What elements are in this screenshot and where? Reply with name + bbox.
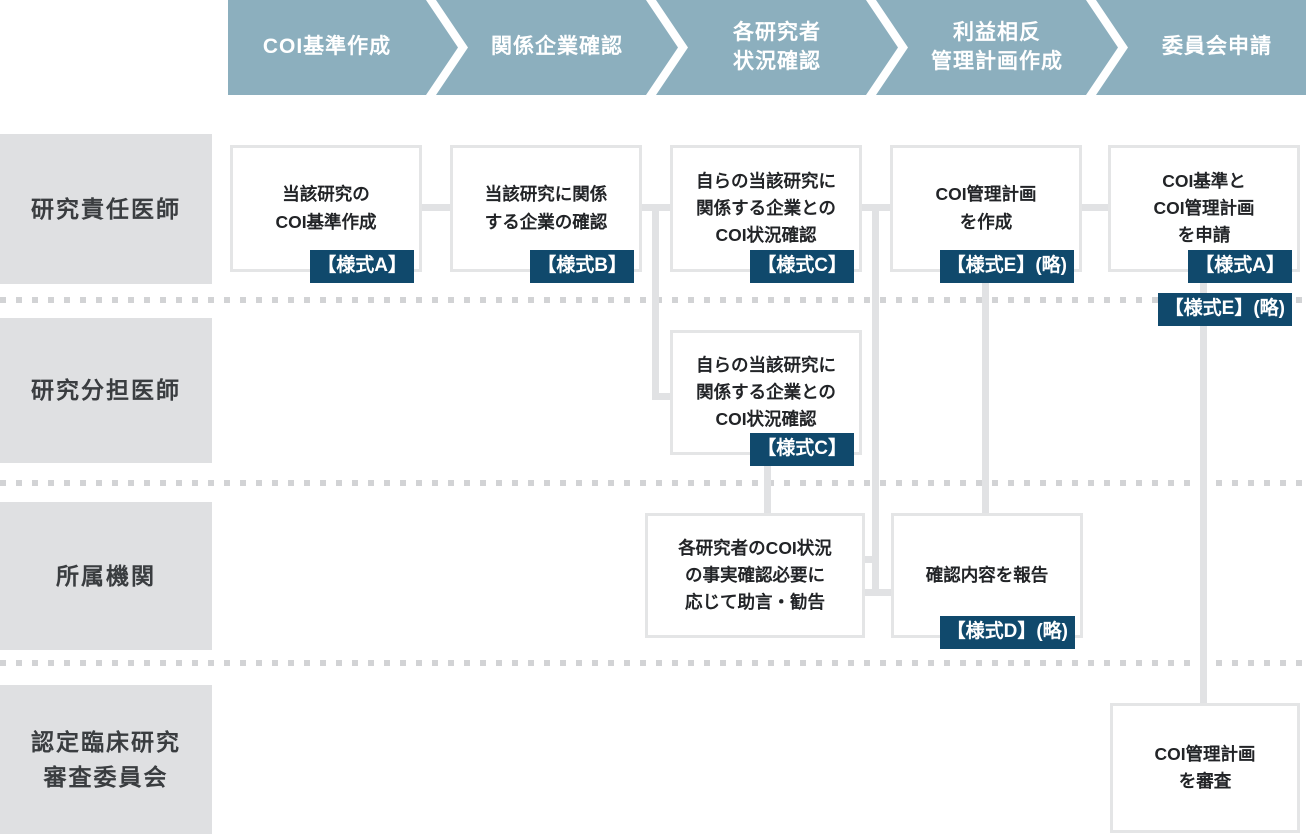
process-step-chevron-2: 関係企業確認 xyxy=(436,0,678,95)
row-label-text-1: 研究責任医師 xyxy=(31,195,181,222)
connector-v-plan-to-report xyxy=(982,268,989,516)
task-box-review-coi-management-plan: COI管理計画 を審査 xyxy=(1110,703,1300,833)
row-label-text-3: 所属機関 xyxy=(56,562,156,589)
process-step-chevron-1: COI基準作成 xyxy=(228,0,458,95)
task-box-create-coi-management-plan: COI管理計画 を作成 【様式E】(略) xyxy=(890,145,1082,283)
task-box-create-coi-standard-text: 当該研究の COI基準作成 xyxy=(275,184,377,232)
task-box-create-coi-management-plan-text: COI管理計画 を作成 xyxy=(935,184,1037,232)
form-badge-d: 【様式D】(略) xyxy=(939,616,1075,649)
connector-h-advice-report xyxy=(858,589,896,596)
connector-v-to-sub-investigator xyxy=(652,204,659,400)
form-badge-a-apply: 【様式A】 xyxy=(1188,250,1292,283)
form-badge-b: 【様式B】 xyxy=(530,250,634,283)
task-box-self-coi-check-sub-text: 自らの当該研究に 関係する企業との COI状況確認 xyxy=(696,354,836,430)
task-box-create-coi-standard: 当該研究の COI基準作成 【様式A】 xyxy=(230,145,422,283)
task-box-report-confirmation: 確認内容を報告 【様式D】(略) xyxy=(891,513,1083,649)
form-badge-e-apply: 【様式E】(略) xyxy=(1157,293,1292,326)
connector-v-to-institution xyxy=(872,204,879,596)
row-label-affiliated-institution: 所属機関 xyxy=(0,502,212,650)
task-box-self-coi-check-pi: 自らの当該研究に 関係する企業との COI状況確認 【様式C】 xyxy=(670,145,862,283)
connector-elbow-to-sub-investigator xyxy=(652,393,674,400)
connector-v-subcheck-to-advice xyxy=(764,450,771,516)
row-separator-2 xyxy=(0,480,1306,486)
row-label-text-4: 認定臨床研究 審査委員会 xyxy=(31,729,181,790)
connector-h-box4-box5 xyxy=(1082,204,1112,211)
connector-v-apply-to-review xyxy=(1200,270,1207,706)
form-badge-a: 【様式A】 xyxy=(310,250,414,283)
connector-h-box1-box2 xyxy=(422,204,452,211)
task-box-apply-to-committee: COI基準と COI管理計画 を申請 【様式A】 【様式E】(略) xyxy=(1108,145,1300,326)
form-badge-e-plan: 【様式E】(略) xyxy=(939,250,1074,283)
row-label-certified-review-board: 認定臨床研究 審査委員会 xyxy=(0,685,212,834)
row-label-text-2: 研究分担医師 xyxy=(31,377,181,404)
task-box-apply-to-committee-text: COI基準と COI管理計画 を申請 xyxy=(1153,170,1255,246)
form-badge-c-sub: 【様式C】 xyxy=(750,433,854,466)
process-step-label-2: 関係企業確認 xyxy=(491,35,623,59)
process-step-label-3: 各研究者 状況確認 xyxy=(733,21,821,73)
task-box-institution-fact-check-advice: 各研究者のCOI状況 の事実確認必要に 応じて助言・勧告 xyxy=(645,513,865,638)
task-box-confirm-related-companies-text: 当該研究に関係 する企業の確認 xyxy=(484,184,608,232)
task-box-report-confirmation-text: 確認内容を報告 xyxy=(925,564,1049,585)
row-label-principal-investigator: 研究責任医師 xyxy=(0,134,212,284)
task-box-self-coi-check-sub: 自らの当該研究に 関係する企業との COI状況確認 【様式C】 xyxy=(670,330,862,466)
process-step-label-1: COI基準作成 xyxy=(262,35,392,59)
task-box-review-coi-management-plan-text: COI管理計画 を審査 xyxy=(1154,743,1256,791)
process-step-chevron-3: 各研究者 状況確認 xyxy=(656,0,898,95)
task-box-confirm-related-companies: 当該研究に関係 する企業の確認 【様式B】 xyxy=(450,145,642,283)
task-box-self-coi-check-pi-text: 自らの当該研究に 関係する企業との COI状況確認 xyxy=(696,170,836,246)
process-step-label-4: 利益相反 管理計画作成 xyxy=(931,21,1063,73)
process-step-chevron-5: 委員会申請 xyxy=(1096,0,1306,95)
process-step-label-5: 委員会申請 xyxy=(1162,35,1272,59)
task-box-institution-fact-check-advice-text: 各研究者のCOI状況 の事実確認必要に 応じて助言・勧告 xyxy=(678,537,832,613)
process-step-chevron-4: 利益相反 管理計画作成 xyxy=(876,0,1118,95)
connector-stub-institution-advice xyxy=(858,556,879,563)
form-badge-c-pi: 【様式C】 xyxy=(750,250,854,283)
row-label-sub-investigator: 研究分担医師 xyxy=(0,318,212,463)
row-separator-3 xyxy=(0,660,1306,666)
